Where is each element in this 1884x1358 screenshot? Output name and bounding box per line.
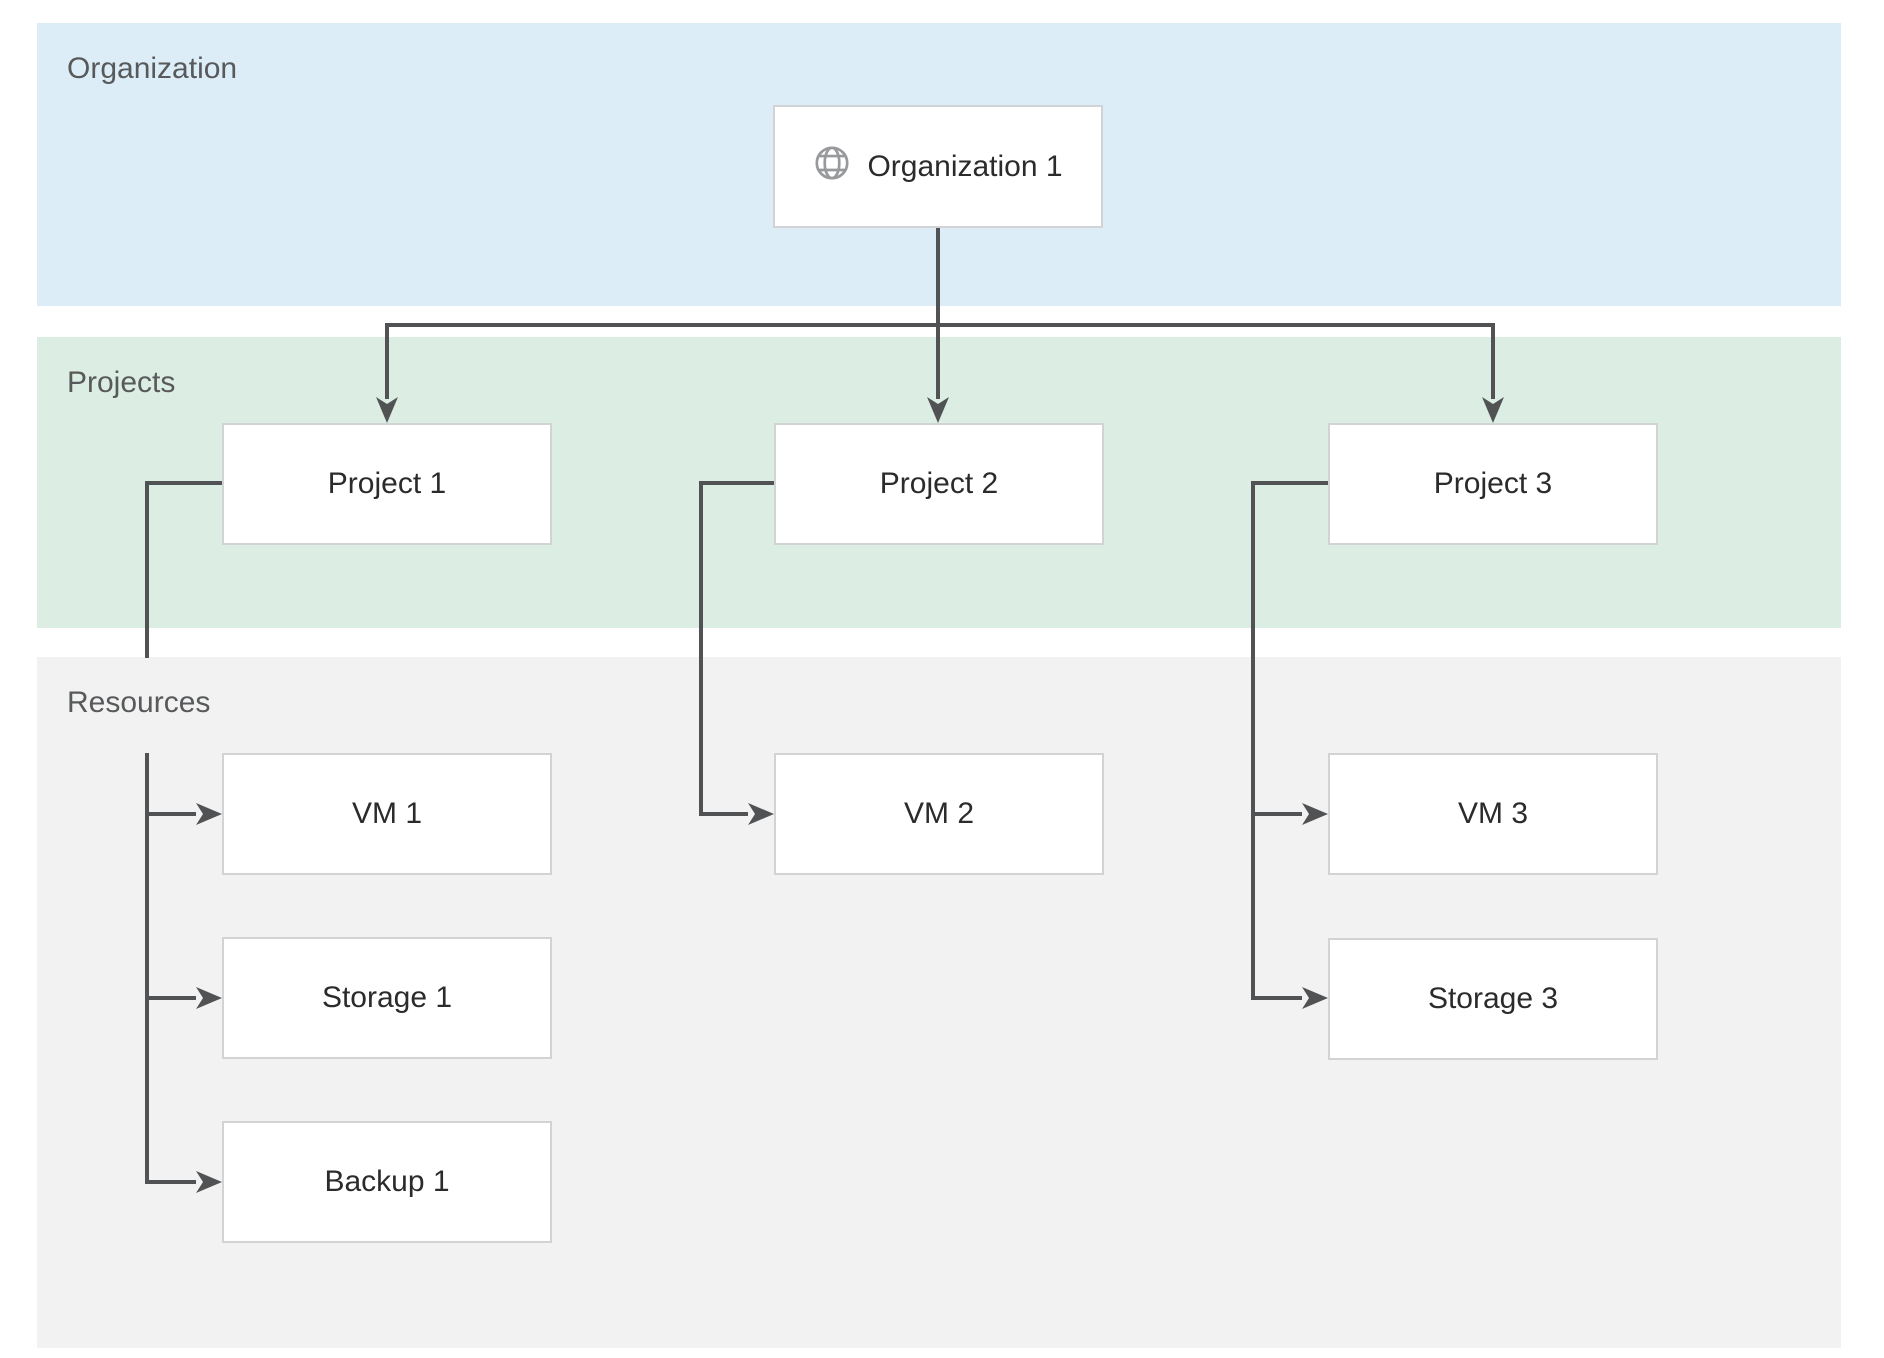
node-backup1: Backup 1 [222,1121,552,1243]
node-storage1: Storage 1 [222,937,552,1059]
edge-project1-backup1-arrowhead [196,1171,222,1193]
node-storage1-label: Storage 1 [321,981,453,1014]
edge-org1-project2-vline [936,327,940,399]
edge-org1-project1-arrowhead [376,397,398,423]
node-organization1-label: Organization 1 [867,149,1063,183]
node-project3-label: Project 3 [1433,467,1553,500]
node-project2: Project 2 [774,423,1104,545]
edge-project1-stub-hline [145,481,222,485]
edge-project3-stub-hline [1251,481,1328,485]
edge-project1-vm1-hline [145,812,196,816]
edge-project1-storage1-arrowhead [196,987,222,1009]
edge-project1-backup1-hline [145,1180,196,1184]
node-project3: Project 3 [1328,423,1658,545]
edge-org1-vline [936,228,940,327]
edge-org1-project1-vline [385,323,389,399]
node-vm1: VM 1 [222,753,552,875]
edge-project3-vm3-arrowhead [1302,803,1328,825]
edge-project1-storage1-hline [145,996,196,1000]
edge-org1-project3-vline [1491,323,1495,399]
edge-project3-vline [1251,481,1255,1000]
edge-project2-vm2-arrowhead [748,803,774,825]
node-backup1-label: Backup 1 [324,1165,450,1198]
globe-icon [813,144,851,190]
edge-project2-vm2-hline [699,812,748,816]
organization-band-label: Organization [67,52,238,85]
node-vm2-label: VM 2 [903,797,975,830]
node-vm3: VM 3 [1328,753,1658,875]
edge-org1-project2-arrowhead [927,397,949,423]
node-organization1: Organization 1 [773,105,1103,228]
node-vm2: VM 2 [774,753,1104,875]
edge-org1-trunk-hline [385,323,1495,327]
resources-band-label: Resources [67,686,211,719]
edge-project3-storage3-arrowhead [1302,987,1328,1009]
node-vm3-label: VM 3 [1457,797,1529,830]
edge-project1-vline-upper [145,481,149,658]
projects-band-label: Projects [67,366,176,399]
node-vm1-label: VM 1 [351,797,423,830]
edge-project3-vm3-hline [1251,812,1302,816]
edge-org1-project3-arrowhead [1482,397,1504,423]
node-storage3: Storage 3 [1328,938,1658,1060]
node-project1-label: Project 1 [327,467,447,500]
node-project2-label: Project 2 [879,467,999,500]
edge-project2-stub-hline [699,481,774,485]
node-project1: Project 1 [222,423,552,545]
node-storage3-label: Storage 3 [1427,982,1559,1015]
edge-project1-vm1-arrowhead [196,803,222,825]
edge-project1-vline-lower [145,753,149,1184]
edge-project2-vline [699,481,703,816]
edge-project3-storage3-hline [1251,996,1302,1000]
